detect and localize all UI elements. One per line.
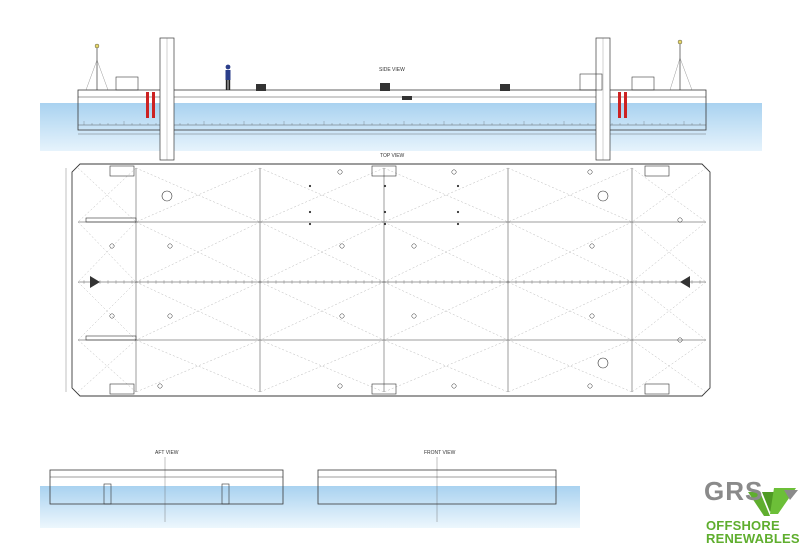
top-deck-fittings <box>109 169 683 389</box>
side-draft-marks-left <box>146 92 155 118</box>
mast-light-right-icon <box>677 39 683 45</box>
side-frame-ticks <box>83 121 701 125</box>
deck-point-icon <box>456 210 460 214</box>
bollard-icon <box>587 383 593 389</box>
top-hull-outline <box>71 163 711 397</box>
deck-point-icon <box>308 222 312 226</box>
top-view-title: TOP VIEW <box>380 153 405 159</box>
side-hull <box>77 89 707 131</box>
bollard-icon <box>451 169 457 175</box>
bollard-icon <box>677 337 683 343</box>
top-view: TOP VIEW <box>65 153 711 397</box>
bollard-icon <box>337 169 343 175</box>
deck-point-icon <box>383 222 387 226</box>
bollard-icon <box>167 313 173 319</box>
logo-grs-text: GRS <box>704 476 764 506</box>
side-view-title: SIDE VIEW <box>379 67 405 73</box>
aft-water <box>40 486 580 528</box>
bollard-icon <box>157 383 163 389</box>
deck-point-icon <box>456 184 460 188</box>
bollard-icon <box>337 383 343 389</box>
logo-line2: RENEWABLES <box>706 531 800 546</box>
anchor-icon <box>90 276 100 288</box>
mast-light-left-icon <box>94 43 100 49</box>
bollard-icon <box>339 243 345 249</box>
spud-well-icon <box>597 190 609 202</box>
bollard-icon <box>411 243 417 249</box>
bollard-icon <box>589 243 595 249</box>
bollard-icon <box>339 313 345 319</box>
aft-view-title: AFT VIEW <box>155 450 179 456</box>
bollard-icon <box>587 169 593 175</box>
deck-point-icon <box>308 210 312 214</box>
top-centerline-ticks <box>83 280 701 284</box>
side-draft-marks-right <box>618 92 627 118</box>
anchor-icon <box>680 276 690 288</box>
side-view: SIDE VIEW <box>40 37 762 161</box>
bollard-icon <box>109 243 115 249</box>
logo-line1: OFFSHORE <box>706 518 780 533</box>
deck-point-icon <box>308 184 312 188</box>
spud-well-icon <box>161 190 173 202</box>
front-view-title: FRONT VIEW <box>424 450 456 456</box>
bollard-icon <box>451 383 457 389</box>
bollard-icon <box>411 313 417 319</box>
aft-view: AFT VIEW <box>40 450 580 528</box>
top-structure-grid <box>77 167 707 393</box>
bollard-icon <box>677 217 683 223</box>
top-winch-blocks <box>109 165 670 395</box>
front-view: FRONT VIEW <box>317 450 557 522</box>
bollard-icon <box>109 313 115 319</box>
spud-well-icon <box>597 357 609 369</box>
person-figure-icon <box>225 64 231 90</box>
grs-logo-mark-icon <box>748 488 798 516</box>
deck-point-icon <box>383 184 387 188</box>
deck-point-icon <box>383 210 387 214</box>
bollard-icon <box>589 313 595 319</box>
bollard-icon <box>167 243 173 249</box>
deck-point-icon <box>456 222 460 226</box>
